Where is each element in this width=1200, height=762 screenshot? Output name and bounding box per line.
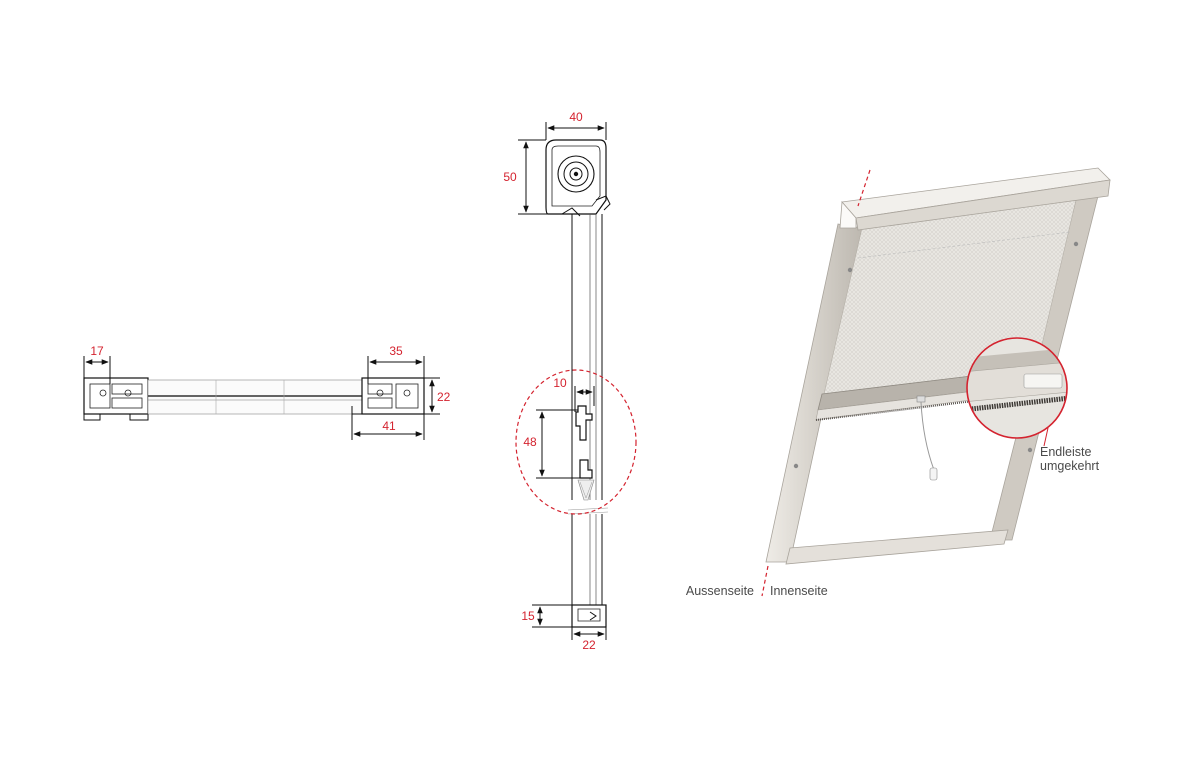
dim-right-top-width: 35 [389,344,403,358]
vertical-section: 40 50 10 48 15 22 [503,110,637,652]
dim-end-bar-offset: 10 [553,376,567,390]
label-outside: Aussenseite [686,584,754,598]
section-line-bottom [761,565,769,597]
dim-cassette-height: 50 [503,170,517,184]
dim-bottom-height: 15 [521,609,535,623]
product-view: Endleiste umgekehrt Aussenseite Innensei… [686,167,1111,598]
callout-label-line2: umgekehrt [1040,459,1100,473]
left-side-profile [83,377,149,421]
detail-ellipse [515,369,637,515]
right-side-profile [351,377,425,415]
zoom-callout [966,337,1068,447]
pull-cord [920,401,938,481]
dim-right-bottom-width: 41 [382,419,396,433]
label-inside: Innenseite [770,584,828,598]
end-bar-profile [575,405,595,501]
dim-bottom-width: 22 [582,638,596,652]
dim-profile-height: 22 [437,390,451,404]
mesh-strip [147,379,363,415]
section-line-top [857,169,871,207]
cassette-profile [545,139,611,217]
top-cassette [839,167,1111,231]
dim-end-bar-height: 48 [523,435,537,449]
dim-left-width: 17 [90,344,104,358]
dim-cassette-width: 40 [569,110,583,124]
bottom-rail-profile [571,604,607,628]
callout-label-line1: Endleiste [1040,445,1091,459]
horizontal-section: 17 35 41 22 [83,344,451,440]
